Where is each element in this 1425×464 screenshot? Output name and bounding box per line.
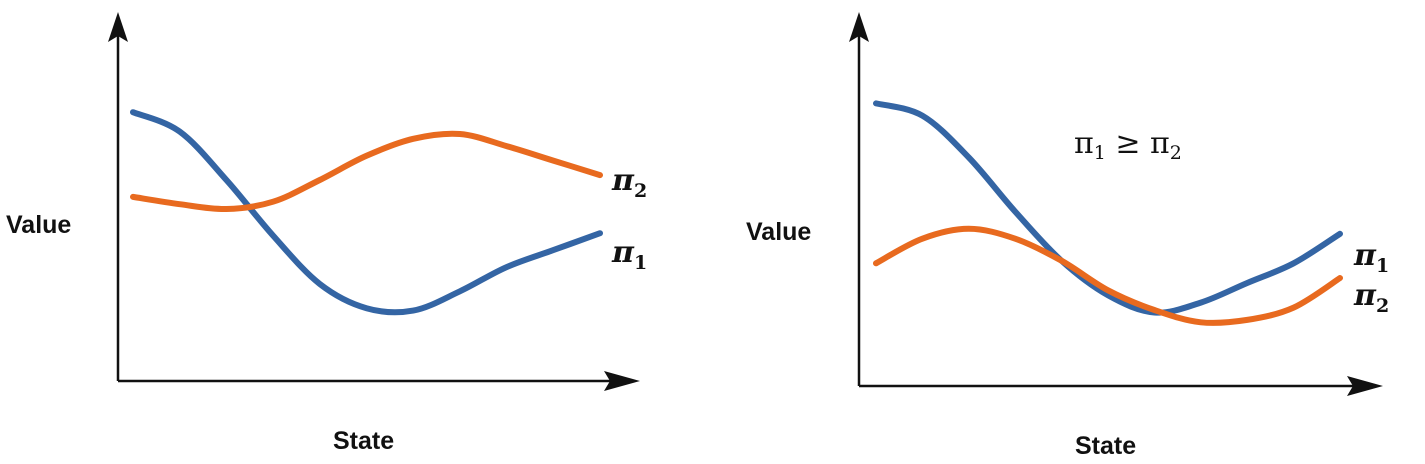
left-series-pi1-line xyxy=(130,109,603,316)
left-xlabel: State xyxy=(333,427,394,455)
right-x-arrow-icon xyxy=(1347,376,1383,396)
left-y-arrow-icon xyxy=(108,12,128,42)
left-y-axis xyxy=(108,12,128,381)
right-series-pi1-line xyxy=(873,100,1343,316)
right-y-arrow-icon xyxy=(849,12,869,42)
chart-right: Value State π1 ≥ π2 π1 π2 xyxy=(746,12,1389,460)
right-ylabel: Value xyxy=(746,218,811,246)
right-x-axis xyxy=(859,376,1383,396)
right-xlabel: State xyxy=(1075,432,1136,460)
chart-left: Value State π2 π1 xyxy=(6,12,647,455)
right-annotation: π1 ≥ π2 xyxy=(1074,126,1182,164)
left-series-pi1-label: π1 xyxy=(611,235,647,274)
left-series-pi2-label: π2 xyxy=(611,163,647,202)
right-series-pi2-label: π2 xyxy=(1353,278,1389,317)
left-series-pi2-line xyxy=(130,130,603,213)
right-series-pi2-line xyxy=(873,225,1343,326)
left-ylabel: Value xyxy=(6,211,71,239)
right-y-axis xyxy=(849,12,869,386)
left-x-axis xyxy=(118,371,640,391)
left-x-arrow-icon xyxy=(604,371,640,391)
right-series-pi1-label: π1 xyxy=(1353,238,1389,277)
